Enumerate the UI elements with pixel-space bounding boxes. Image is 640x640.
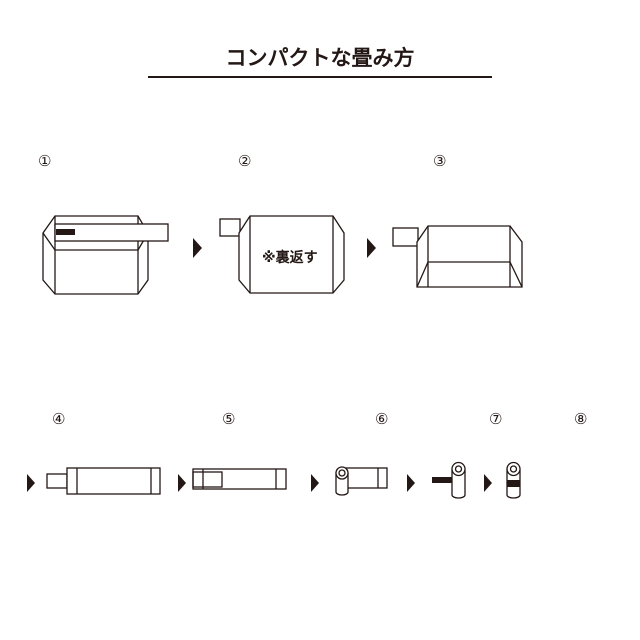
- step-1-bag-open: [42, 215, 169, 295]
- arrow-right-icon: [367, 238, 376, 258]
- strap: [219, 218, 241, 237]
- step-4-folded-strip: [46, 467, 161, 495]
- step-7-rolled-with-strap: [432, 461, 466, 499]
- strap: [392, 227, 419, 247]
- arrow-right-icon: [311, 474, 319, 492]
- step-number-7: ⑦: [489, 410, 502, 428]
- step-3-bag-folded: [392, 225, 523, 288]
- step-6-rolling: [335, 466, 388, 496]
- step-number-5: ⑤: [222, 410, 235, 428]
- step-number-2: ②: [238, 152, 251, 170]
- strap-snap: [56, 229, 75, 235]
- arrow-right-icon: [27, 474, 35, 492]
- title-underline: [148, 76, 492, 78]
- step-number-3: ③: [433, 152, 446, 170]
- arrow-right-icon: [178, 474, 186, 492]
- page-title: コンパクトな畳み方: [225, 46, 415, 70]
- step-number-1: ①: [38, 152, 51, 170]
- step-number-6: ⑥: [375, 410, 388, 428]
- arrow-right-icon: [484, 474, 492, 492]
- strap: [54, 223, 169, 242]
- step-5-tab-tucked: [192, 468, 287, 490]
- step-number-8: ⑧: [574, 410, 587, 428]
- step-8-compact-roll: [506, 461, 521, 499]
- step-number-4: ④: [52, 410, 65, 428]
- arrow-right-icon: [193, 238, 202, 258]
- step-2-bag-flipped: ※裏返す: [219, 215, 345, 294]
- flip-note: ※裏返す: [262, 249, 318, 266]
- arrow-right-icon: [407, 474, 415, 492]
